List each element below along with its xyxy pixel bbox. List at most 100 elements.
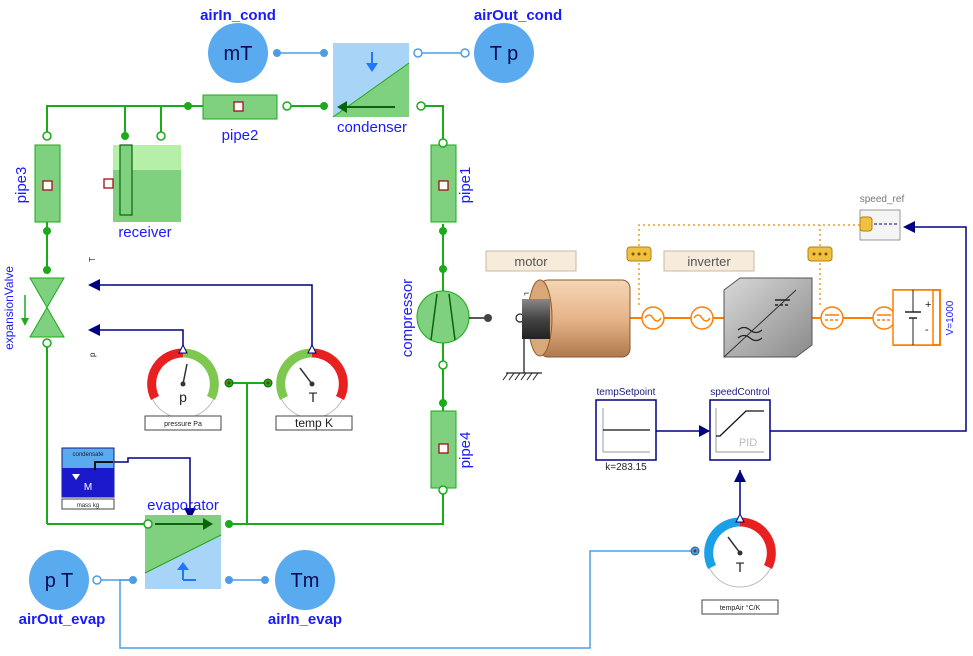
- air-port: [225, 576, 233, 584]
- evaporator-label: evaporator: [147, 497, 219, 514]
- speed-ref-label: speed_ref: [860, 194, 905, 205]
- condensate-M: M: [84, 482, 92, 493]
- inverter-dc-port[interactable]: [820, 306, 844, 330]
- pressure-gauge[interactable]: p pressure Pa: [144, 343, 234, 431]
- evaporator[interactable]: evaporator: [129, 497, 233, 589]
- speed-control[interactable]: speedControl PID: [709, 387, 771, 461]
- tempSetpoint-label: tempSetpoint: [597, 387, 656, 398]
- voltage-label: V=1000: [945, 300, 956, 335]
- condensate-caption: mass kg: [77, 503, 99, 509]
- fluid-port: [184, 102, 192, 110]
- airOut-evap-boundary[interactable]: p T airOut_evap: [19, 550, 106, 628]
- tempAir-gauge-caption: tempAir °C/K: [720, 604, 761, 612]
- tempAir-gauge[interactable]: T tempAir °C/K: [690, 512, 779, 615]
- fluid-port: [43, 227, 51, 235]
- air-port: [320, 49, 328, 57]
- inverter-bus-connector[interactable]: [807, 246, 833, 262]
- flange-port: [484, 314, 492, 322]
- mT-label: mT: [224, 43, 253, 65]
- air-port: [92, 575, 102, 585]
- speedControl-label: speedControl: [710, 387, 769, 398]
- p-input-label: p: [88, 352, 97, 357]
- fluid-port: [42, 131, 52, 141]
- airIn-cond-boundary[interactable]: airIn_cond mT: [200, 7, 281, 83]
- pipe3-label: pipe3: [13, 167, 30, 204]
- pT-label: p T: [45, 570, 74, 592]
- arrow-head: [88, 279, 100, 291]
- pipe1[interactable]: pipe1: [430, 138, 474, 235]
- minus-sign: -: [925, 324, 929, 336]
- T-input-label: T: [88, 257, 97, 262]
- PID-label: PID: [739, 437, 757, 449]
- plus-sign: +: [925, 299, 931, 311]
- air-connections: [97, 52, 695, 649]
- arrow-head: [699, 425, 710, 437]
- fluid-port: [439, 227, 447, 235]
- motor-bus-connector[interactable]: [626, 246, 652, 262]
- air-port: [460, 48, 470, 58]
- motor[interactable]: motor ⌐: [485, 250, 631, 381]
- Tp-label: T p: [490, 43, 519, 65]
- pipe4[interactable]: pipe4: [430, 399, 474, 495]
- condensate-sensor[interactable]: condensate M mass kg: [61, 447, 115, 510]
- fluid-port: [439, 265, 447, 273]
- fluid-port: [42, 338, 52, 348]
- air-port: [413, 48, 423, 58]
- pipe2[interactable]: pipe2: [184, 94, 292, 144]
- inverter-ac-port[interactable]: [690, 306, 714, 330]
- fluid-port: [439, 399, 447, 407]
- arrow-head: [184, 508, 196, 520]
- fluid-port: [143, 519, 153, 529]
- Tm-label: Tm: [291, 570, 320, 592]
- pipe4-label: pipe4: [457, 432, 474, 469]
- temp-gauge-caption: temp K: [295, 416, 333, 430]
- dc-source[interactable]: + - V=1000: [872, 289, 956, 346]
- condenser[interactable]: condenser: [320, 43, 426, 136]
- fluid-port: [438, 360, 448, 370]
- k-label: k=283.15: [605, 462, 647, 473]
- motor-mark: ⌐: [524, 288, 529, 298]
- air-port: [273, 49, 281, 57]
- compressor[interactable]: compressor: [399, 265, 470, 370]
- expansionValve-label: expansionValve: [2, 266, 16, 350]
- pipe2-label: pipe2: [222, 127, 259, 144]
- pipe1-label: pipe1: [457, 167, 474, 204]
- airOut-evap-label: airOut_evap: [19, 611, 106, 628]
- speed-ref[interactable]: speed_ref: [859, 194, 905, 241]
- motor-ac-port[interactable]: [641, 306, 665, 330]
- pipe3[interactable]: pipe3: [13, 131, 61, 235]
- fluid-port: [320, 102, 328, 110]
- temperature-gauge[interactable]: T temp K: [263, 343, 353, 431]
- fluid-port: [438, 138, 448, 148]
- air-port: [261, 576, 269, 584]
- condensate-title: condensate: [72, 452, 104, 458]
- inverter[interactable]: inverter: [663, 250, 813, 358]
- receiver-label: receiver: [118, 224, 171, 241]
- receiver[interactable]: receiver: [103, 131, 181, 241]
- compressor-label: compressor: [399, 279, 416, 357]
- motor-label: motor: [514, 254, 548, 269]
- temp-gauge-letter: T: [309, 389, 318, 405]
- condenser-label: condenser: [337, 119, 407, 136]
- expansion-valve[interactable]: expansionValve T p: [2, 257, 97, 357]
- tempAir-gauge-letter: T: [736, 559, 745, 575]
- fluid-port: [121, 132, 129, 140]
- pressure-gauge-letter: p: [179, 389, 187, 405]
- arrow-head: [734, 470, 746, 482]
- pressure-gauge-caption: pressure Pa: [164, 421, 202, 428]
- fluid-port: [43, 266, 51, 274]
- airIn-evap-label: airIn_evap: [268, 611, 342, 628]
- airOut-cond-boundary[interactable]: airOut_cond T p: [460, 7, 562, 83]
- fluid-port: [282, 101, 292, 111]
- inverter-label: inverter: [687, 254, 731, 269]
- airIn-evap-boundary[interactable]: Tm airIn_evap: [261, 550, 342, 628]
- fluid-port: [438, 485, 448, 495]
- arrow-head: [903, 221, 915, 233]
- fluid-port: [225, 520, 233, 528]
- arrow-head: [88, 324, 100, 336]
- temp-setpoint[interactable]: tempSetpoint k=283.15: [595, 387, 657, 473]
- airIn-cond-label: airIn_cond: [200, 7, 276, 24]
- fluid-port: [416, 101, 426, 111]
- fluid-port: [156, 131, 166, 141]
